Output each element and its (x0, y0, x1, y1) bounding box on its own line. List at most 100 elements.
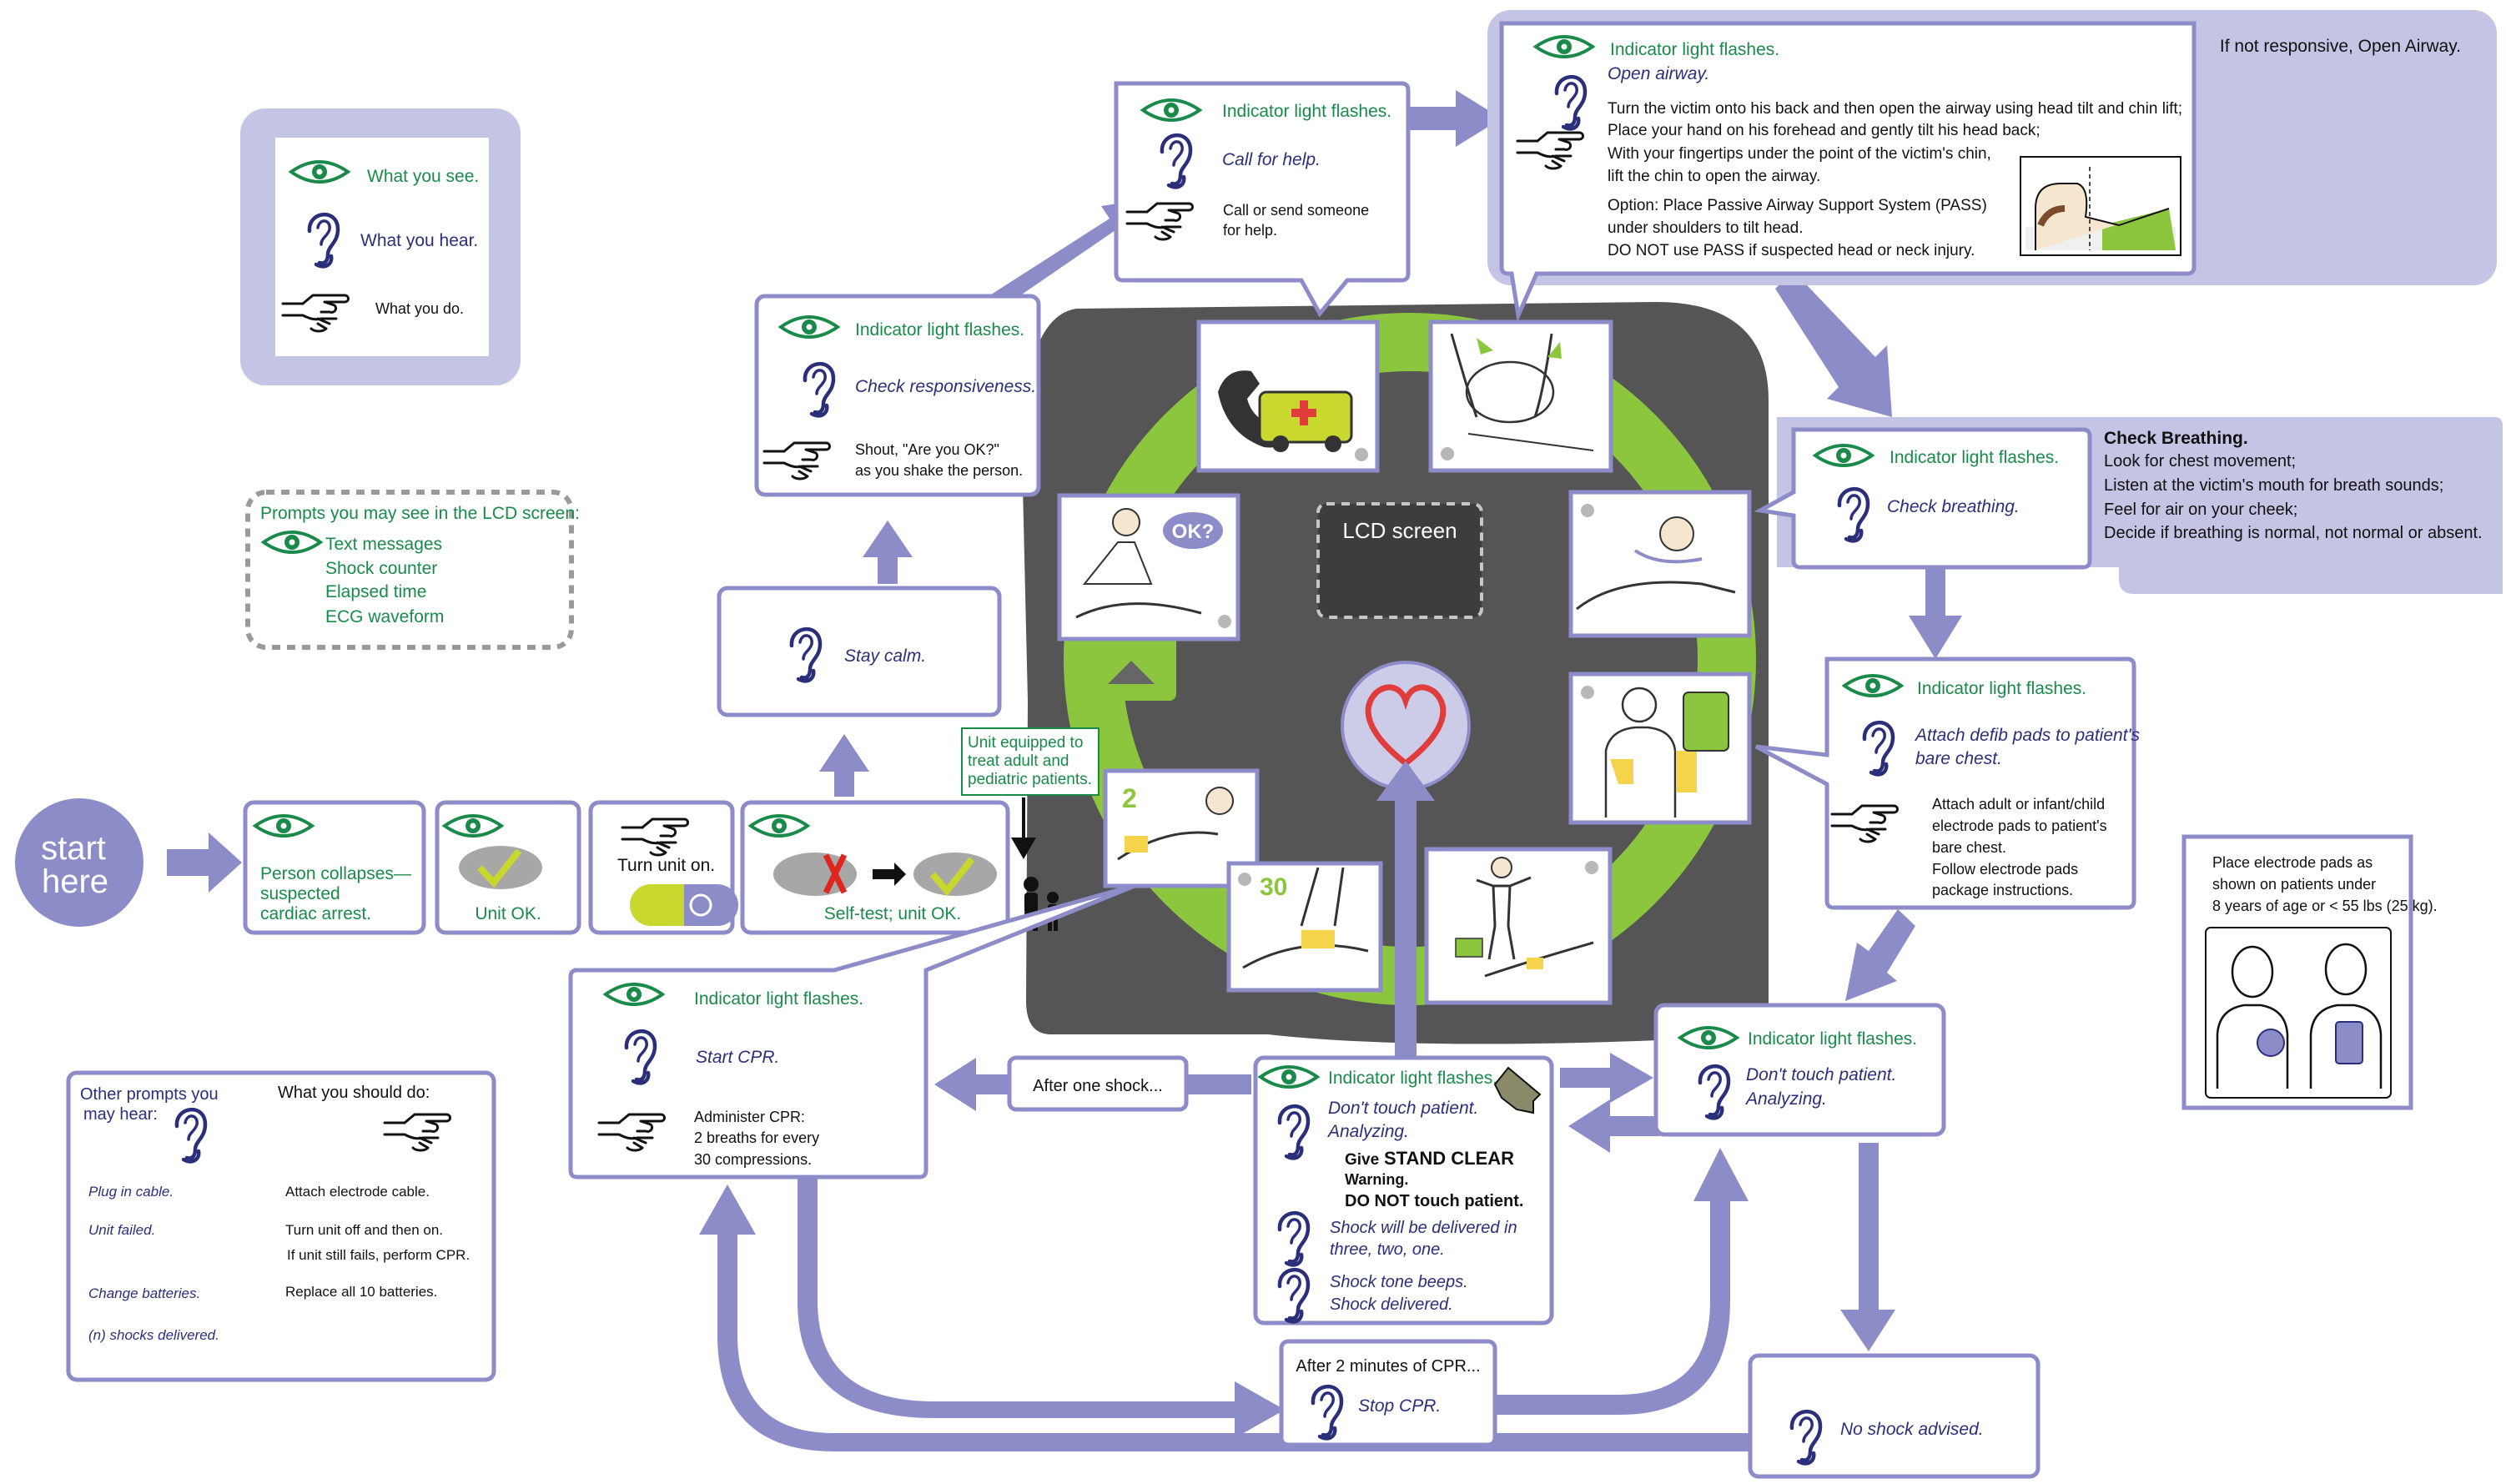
svg-text:After 2 minutes of CPR...: After 2 minutes of CPR... (1296, 1357, 1480, 1376)
electrode-pad-icon (2257, 1029, 2285, 1057)
step-stay-calm: Stay calm. (717, 586, 1002, 717)
svg-text:Listen at the victim's mouth f: Listen at the victim's mouth for breath … (2104, 476, 2443, 495)
step-shock-analysis: Indicator light flashes. Don't touch pat… (1253, 1055, 1554, 1326)
svg-text:Attach defib pads to patient's: Attach defib pads to patient's (1914, 726, 2141, 745)
svg-text:DO NOT use PASS if suspected h: DO NOT use PASS if suspected head or nec… (1608, 242, 1975, 259)
legend-see: What you see. (367, 167, 479, 186)
step-after-2-min-cpr: After 2 minutes of CPR... Stop CPR. (1279, 1339, 1497, 1447)
svg-text:Attach adult or infant/child: Attach adult or infant/child (1932, 796, 2105, 812)
lcd-label: LCD screen (1342, 518, 1457, 543)
lcd-prompt-item: Shock counter (325, 559, 437, 578)
svg-text:After one shock...: After one shock... (1033, 1077, 1163, 1095)
action-text: Attach electrode cable. (285, 1184, 430, 1200)
svg-text:Person collapses—: Person collapses— (260, 864, 411, 883)
svg-text:Indicator light flashes.: Indicator light flashes. (1748, 1029, 1917, 1049)
tile-attach-pads[interactable] (1568, 672, 1752, 825)
lcd-prompt-item: Elapsed time (325, 582, 426, 601)
svg-text:Place your hand on his forehea: Place your hand on his forehead and gent… (1608, 122, 2041, 139)
svg-text:Shock will be delivered in: Shock will be delivered in (1330, 1219, 1517, 1237)
step-analyzing-right: Indicator light flashes. Don't touch pat… (1653, 1003, 1946, 1137)
lcd-prompt-item: Text messages (325, 535, 442, 554)
svg-text:DO NOT touch patient.: DO NOT touch patient. (1345, 1192, 1523, 1210)
svg-text:Follow electrode pads: Follow electrode pads (1932, 861, 2078, 878)
svg-text:30 compressions.: 30 compressions. (694, 1151, 812, 1168)
after-one-shock-label: After one shock... (1007, 1055, 1189, 1112)
tile-compressions[interactable]: 30 (1226, 861, 1383, 993)
heart-icon (1365, 684, 1447, 767)
legend-hear: What you hear. (360, 231, 478, 250)
svg-text:Shout, "Are you OK?": Shout, "Are you OK?" (855, 441, 999, 458)
other-prompts-panel: Other prompts you may hear: What you sho… (66, 1070, 496, 1382)
svg-text:Don't touch patient.: Don't touch patient. (1746, 1065, 1896, 1084)
flow-arrows (167, 90, 1962, 1451)
action-text: Turn unit off and then on. (285, 1222, 443, 1238)
svg-text:Stay calm.: Stay calm. (844, 646, 926, 666)
step-turn-unit-on: Turn unit on. (588, 800, 738, 935)
step-check-breathing: Indicator light flashes. Check breathing… (1754, 417, 2503, 594)
svg-text:under shoulders to tilt head.: under shoulders to tilt head. (1608, 219, 1804, 237)
step-self-test: Self-test; unit OK. (740, 800, 1010, 935)
svg-text:Look for chest movement;: Look for chest movement; (2104, 452, 2296, 470)
ok-badge: OK? (1172, 521, 1215, 543)
svg-text:pediatric patients.: pediatric patients. (968, 771, 1092, 788)
svg-text:Unit OK.: Unit OK. (475, 904, 541, 923)
svg-text:Option: Place Passive Airway: Option: Place Passive Airway Support Sys… (1608, 197, 1987, 214)
svg-text:Call for help.: Call for help. (1222, 150, 1321, 169)
tile-check-responsiveness[interactable]: OK? (1057, 493, 1240, 641)
svg-text:Open airway.: Open airway. (1608, 64, 1709, 83)
tile-call-ambulance[interactable] (1196, 319, 1380, 473)
step-person-collapses: Person collapses— suspected cardiac arre… (243, 800, 426, 935)
svg-text:bare chest.: bare chest. (1915, 749, 2002, 768)
compressions-count: 30 (1260, 873, 1287, 901)
hand-cursor-icon (1493, 1066, 1542, 1114)
svg-text:Place electrode pads as: Place electrode pads as (2212, 854, 2373, 871)
airway-note: If not responsive, Open Airway. (2220, 37, 2461, 56)
svg-text:Don't touch patient.: Don't touch patient. (1328, 1099, 1478, 1118)
svg-text:Stop CPR.: Stop CPR. (1358, 1396, 1441, 1416)
tile-stand-clear[interactable] (1424, 847, 1613, 1005)
svg-text:treat adult and: treat adult and (968, 752, 1069, 770)
step-check-responsiveness: Indicator light flashes. Check responsiv… (754, 294, 1041, 497)
svg-text:Unit equipped to: Unit equipped to (968, 734, 1083, 752)
lcd-prompts-panel: Prompts you may see in the LCD screen: T… (245, 490, 580, 650)
svg-text:Self-test; unit OK.: Self-test; unit OK. (824, 904, 962, 923)
svg-text:Analyzing.: Analyzing. (1326, 1122, 1409, 1141)
airway-illustration (2020, 156, 2181, 256)
svg-text:Turn the victim onto his back: Turn the victim onto his back and then o… (1608, 100, 2182, 118)
tile-open-airway[interactable] (1428, 319, 1613, 473)
svg-text:Indicator light flashes.: Indicator light flashes. (1222, 102, 1391, 121)
step-open-airway: If not responsive, Open Airway. Indicato… (1487, 10, 2497, 323)
prompt-text: (n) shocks delivered. (88, 1327, 219, 1343)
check-icon (477, 848, 522, 888)
svg-text:Check responsiveness.: Check responsiveness. (855, 377, 1036, 396)
svg-text:Indicator light flashes.: Indicator light flashes. (1917, 679, 2086, 698)
lcd-prompt-item: ECG waveform (325, 607, 444, 626)
prompt-text: Unit failed. (88, 1222, 155, 1238)
svg-text:Indicator light flashes.: Indicator light flashes. (1328, 1069, 1497, 1088)
lcd-screen (1316, 502, 1483, 619)
svg-text:Administer CPR:: Administer CPR: (694, 1109, 805, 1125)
child-back-icon (2309, 943, 2383, 1089)
up-arrow-icon[interactable] (1108, 661, 1155, 684)
action-text: If unit still fails, perform CPR. (287, 1247, 470, 1263)
svg-text:Check breathing.: Check breathing. (1887, 497, 2020, 516)
x-icon (823, 853, 848, 894)
legend-do: What you do. (375, 300, 464, 317)
child-front-icon (2216, 945, 2289, 1089)
tile-check-breathing[interactable] (1568, 490, 1752, 638)
svg-text:for help.: for help. (1223, 222, 1277, 239)
svg-text:suspected: suspected (260, 884, 340, 903)
svg-text:shown on patients under: shown on patients under (2212, 876, 2376, 893)
svg-text:Shock tone beeps.: Shock tone beeps. (1330, 1273, 1468, 1291)
breaths-count: 2 (1122, 783, 1137, 813)
tile-rescue-breaths[interactable]: 2 (1103, 768, 1260, 888)
start-label: start (41, 830, 106, 867)
svg-text:With your fingertips under the: With your fingertips under the point of … (1608, 145, 1991, 163)
prompt-text: Change batteries. (88, 1285, 200, 1301)
svg-text:STAND CLEAR: STAND CLEAR (1384, 1148, 1514, 1169)
svg-text:No shock advised.: No shock advised. (1840, 1420, 1984, 1439)
svg-text:Start CPR.: Start CPR. (696, 1048, 779, 1067)
electrode-pad-icon (2335, 1021, 2363, 1064)
start-here-badge[interactable]: start here (15, 798, 143, 927)
